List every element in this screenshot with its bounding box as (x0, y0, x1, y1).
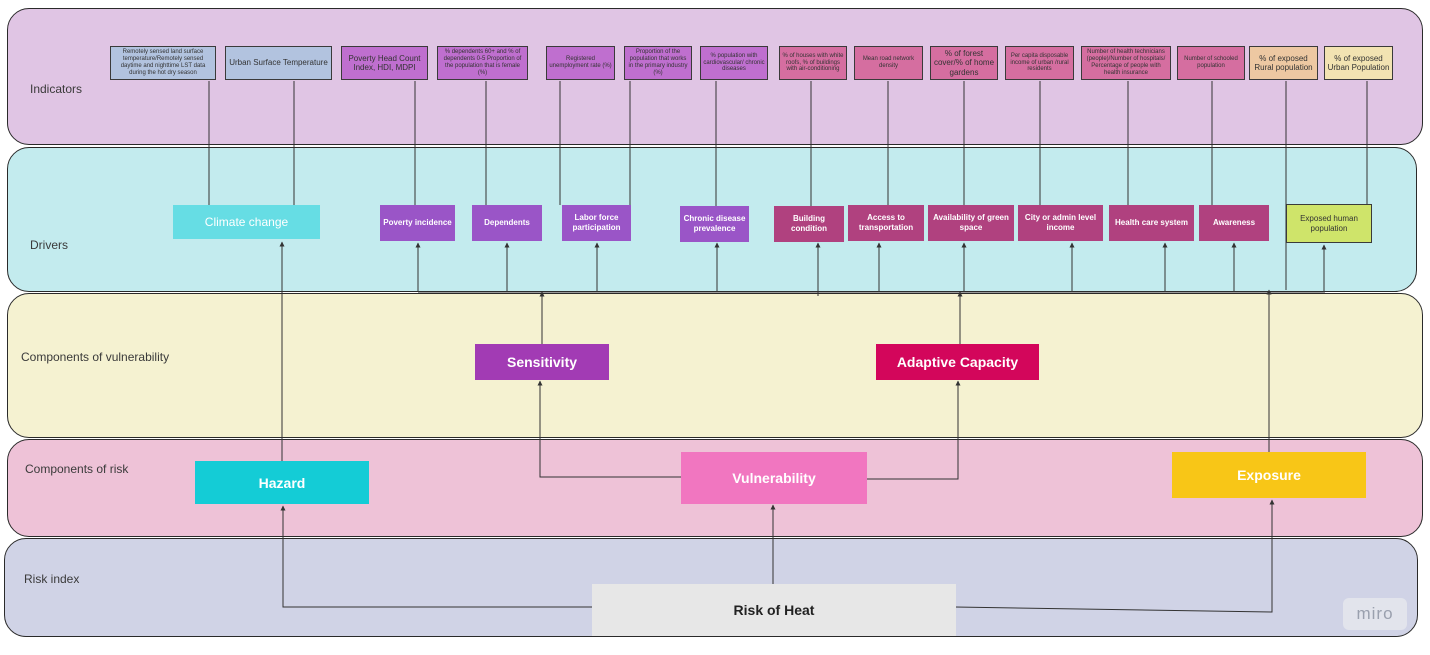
driver-climate-change: Climate change (173, 205, 320, 239)
indicator-schooled-population: Number of schooled population (1177, 46, 1245, 80)
driver-dependents: Dependents (472, 205, 542, 241)
adaptive-capacity-node: Adaptive Capacity (876, 344, 1039, 380)
indicator-cardiovascular-disease: % population with cardiovascular/ chroni… (700, 46, 768, 80)
driver-poverty-incidence: Poverty incidence (380, 205, 455, 241)
indicator-land-surface-temperature: Remotely sensed land surface temperature… (110, 46, 216, 80)
sensitivity-node: Sensitivity (475, 344, 609, 380)
driver-health-care-system: Health care system (1109, 205, 1194, 241)
drivers-label: Drivers (30, 238, 68, 252)
driver-chronic-disease-prevalence: Chronic disease prevalence (680, 206, 749, 242)
indicator-exposed-urban-population: % of exposed Urban Population (1324, 46, 1393, 80)
driver-building-condition: Building condition (774, 206, 844, 242)
driver-access-to-transportation: Access to transportation (848, 205, 924, 241)
vulnerability-node: Vulnerability (681, 452, 867, 504)
risk-components-label: Components of risk (25, 462, 129, 476)
indicator-poverty-index: Poverty Head Count Index, HDI, MDPI (341, 46, 428, 80)
hazard-node: Hazard (195, 461, 369, 504)
vulnerability-components-label: Components of vulnerability (21, 350, 170, 364)
driver-awareness: Awareness (1199, 205, 1269, 241)
indicators-label: Indicators (30, 82, 83, 96)
vulnerability-components-band (7, 293, 1423, 438)
risk-of-heat-node: Risk of Heat (592, 584, 956, 636)
indicator-unemployment-rate: Registered unemployment rate (%) (546, 46, 615, 80)
exposure-node: Exposure (1172, 452, 1366, 498)
driver-labor-force-participation: Labor force participation (562, 205, 631, 241)
indicator-forest-cover: % of forest cover/% of home gardens (930, 46, 998, 80)
driver-city-income: City or admin level income (1018, 205, 1103, 241)
indicator-disposable-income: Per capita disposable income of urban /r… (1005, 46, 1074, 80)
miro-watermark: miro (1343, 598, 1407, 630)
driver-availability-of-green-space: Availability of green space (928, 205, 1014, 241)
indicator-exposed-rural-population: % of exposed Rural population (1249, 46, 1318, 80)
driver-exposed-human-population: Exposed human population (1286, 204, 1372, 243)
indicator-dependents: % dependents 60+ and % of dependents 0-5… (437, 46, 528, 80)
indicator-road-density: Mean road network density (854, 46, 923, 80)
indicator-health-technicians: Number of health technicians (people)/Nu… (1081, 46, 1171, 80)
indicator-white-roofs: % of houses with white roofs, % of build… (779, 46, 847, 80)
indicator-urban-surface-temperature: Urban Surface Temperature (225, 46, 332, 80)
indicator-primary-industry: Proportion of the population that works … (624, 46, 692, 80)
risk-index-label: Risk index (24, 572, 80, 586)
